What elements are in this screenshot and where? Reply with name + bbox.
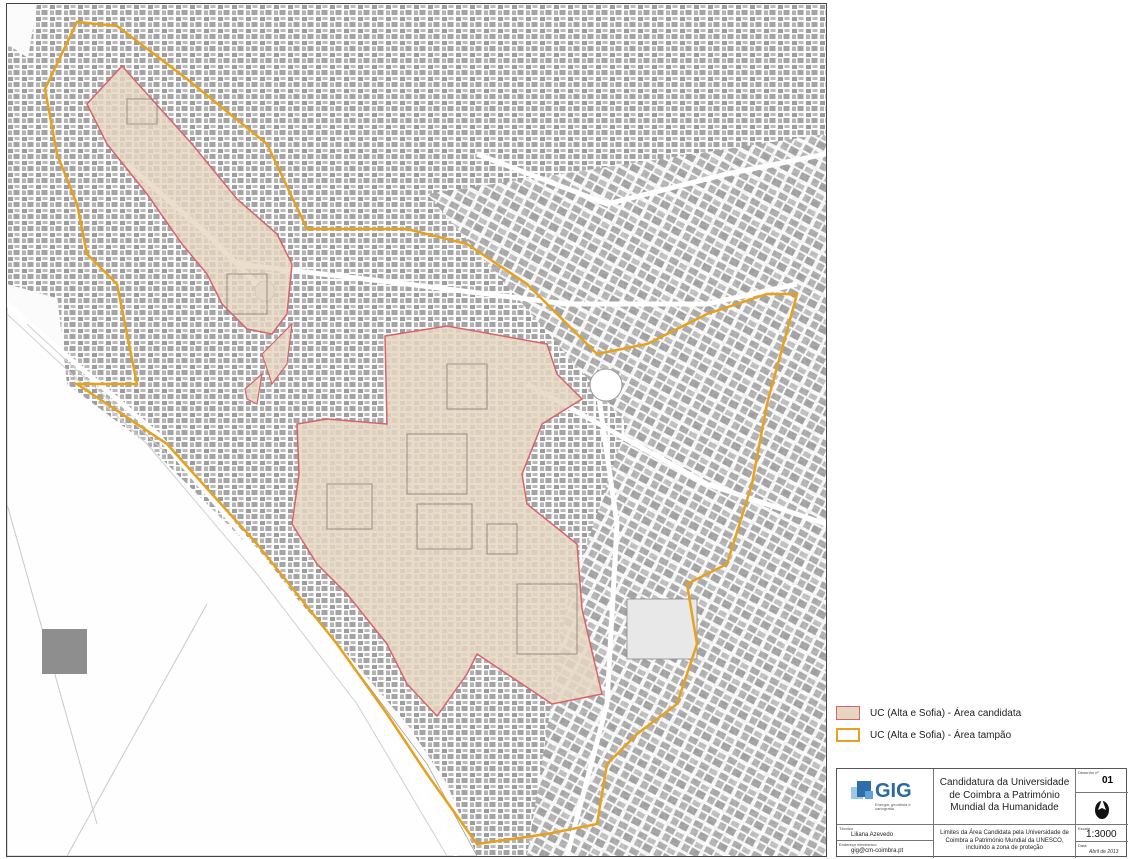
email-cell: Endereço electrónico gig@cm-coimbra.pt [837, 841, 934, 858]
legend-item-buffer: UC (Alta e Sofia) - Área tampão [836, 724, 1021, 746]
scale-cell: Escala 1:3000 [1076, 825, 1128, 842]
city-map [7, 4, 826, 856]
candidate-swatch [836, 706, 860, 720]
legend: UC (Alta e Sofia) - Área candidata UC (A… [836, 702, 1021, 746]
technician-name: Liliana Azevedo [851, 832, 894, 838]
technician-label: Técnico [839, 826, 854, 831]
title-block: GIG Energia, geodésia e cartografia Cand… [836, 768, 1128, 858]
north-arrow-icon [1095, 799, 1109, 819]
scale-label: Escala [1078, 826, 1091, 831]
drawing-number: 01 [1102, 775, 1114, 786]
email-label: Endereço electrónico [839, 842, 877, 847]
date-cell: Data Abril de 2013 [1076, 842, 1128, 858]
map-canvas[interactable] [6, 3, 827, 857]
legend-label-candidate: UC (Alta e Sofia) - Área candidata [870, 707, 1022, 719]
drawing-label: Desenho nº [1078, 770, 1099, 775]
logo-subtitle: Energia, geodésia e cartografia [875, 802, 911, 812]
candidate-area-main [291, 325, 603, 718]
date-label: Data [1078, 843, 1087, 848]
email-value: gig@cm-coimbra.pt [851, 848, 904, 854]
buffer-zone [43, 20, 799, 846]
scale-value: 1:3000 [1086, 829, 1117, 840]
description-text: Limites da Área Candidata pela Universid… [940, 830, 1069, 851]
legend-item-candidate: UC (Alta e Sofia) - Área candidata [836, 702, 1021, 724]
description-cell: Limites da Área Candidata pela Universid… [934, 825, 1076, 858]
logo-text: GIG [875, 780, 912, 802]
date-value: Abril de 2013 [1089, 849, 1119, 855]
candidate-area-north [86, 64, 293, 335]
legend-label-buffer: UC (Alta e Sofia) - Área tampão [870, 729, 1012, 741]
drawing-number-cell: Desenho nº 01 [1076, 769, 1128, 793]
buffer-swatch [836, 728, 860, 742]
document-title: Candidatura da Universidade de Coimbra a… [939, 777, 1070, 813]
title-cell: Candidatura da Universidade de Coimbra a… [934, 769, 1076, 825]
north-cell [1076, 793, 1128, 825]
streets [7, 151, 826, 856]
logo-cell: GIG Energia, geodésia e cartografia [837, 769, 934, 825]
technician-cell: Técnico Liliana Azevedo [837, 825, 934, 841]
